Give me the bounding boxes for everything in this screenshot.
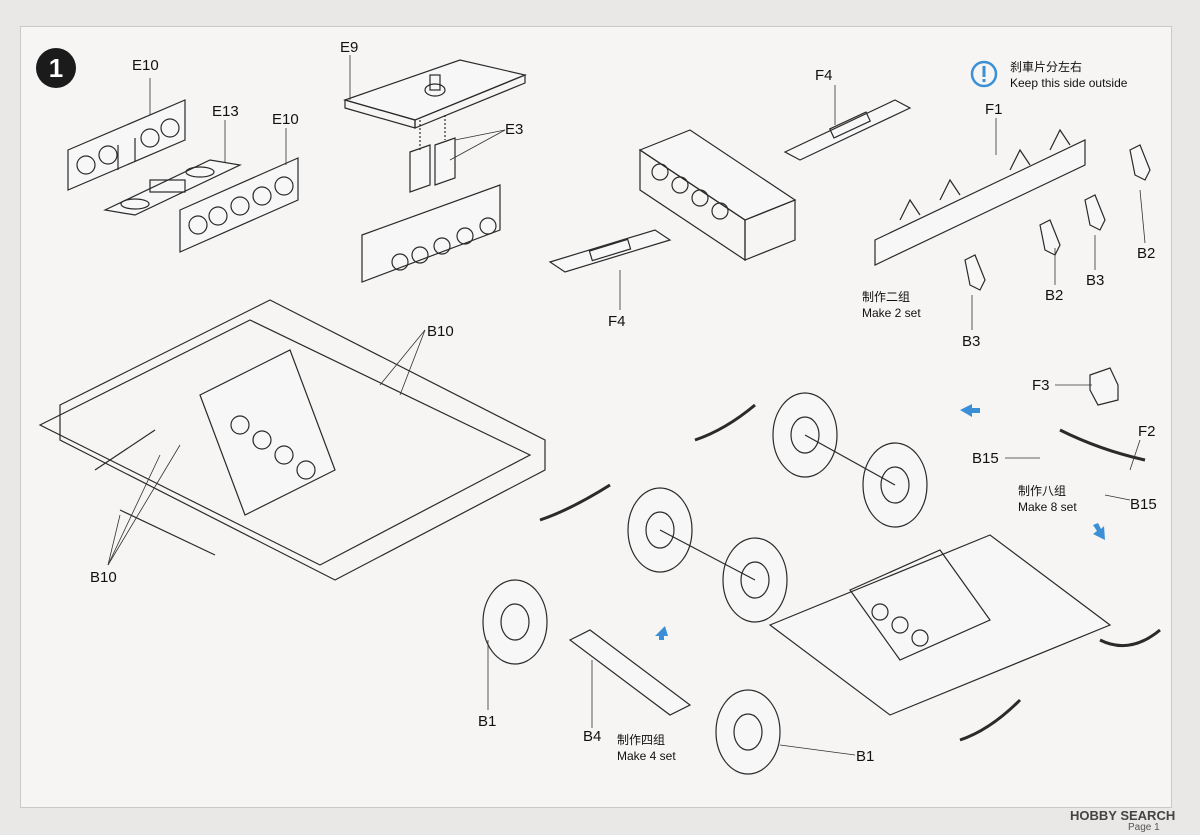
step-number-badge: 1: [36, 48, 76, 88]
part-chassis-right: [768, 534, 1112, 716]
part-e13: [103, 159, 242, 216]
label-b10-bottom: B10: [90, 569, 117, 586]
step-number: 1: [48, 52, 64, 83]
footer-brand: HOBBY SEARCH: [1070, 808, 1176, 823]
part-wheels: [482, 392, 928, 775]
note-make-4: 制作四组 Make 4 set: [617, 733, 676, 764]
blue-arrow-icon: [655, 404, 1105, 640]
part-f3: [1089, 367, 1119, 406]
note-make-2: 制作二组 Make 2 set: [862, 290, 921, 321]
part-brake-shoes: [964, 144, 1151, 291]
label-f2: F2: [1138, 423, 1156, 440]
label-e9: E9: [340, 39, 359, 56]
part-f4-bottom: [548, 229, 672, 273]
part-e10-right: [179, 157, 299, 253]
part-e10-left: [67, 99, 186, 191]
label-b3-right: B3: [1086, 272, 1105, 289]
label-b10-top: B10: [427, 323, 454, 340]
label-b15-left: B15: [972, 450, 999, 467]
label-f4-top: F4: [815, 67, 833, 84]
label-b2-bottom: B2: [1045, 287, 1064, 304]
part-center-block: [638, 129, 797, 262]
part-f4-top: [783, 99, 912, 161]
label-f1: F1: [985, 101, 1003, 118]
part-leaf-springs: [539, 403, 1161, 742]
label-e10-right: E10: [272, 111, 299, 128]
label-e3: E3: [505, 121, 524, 138]
note-make-4-cn: 制作四组: [617, 733, 666, 747]
note-keep-side-cn: 刹車片分左右: [1010, 60, 1083, 74]
footer-page: Page 1: [1128, 822, 1160, 833]
note-keep-side: 刹車片分左右 Keep this side outside: [1010, 60, 1127, 91]
note-make-4-en: Make 4 set: [617, 748, 676, 763]
exclamation-icon: [970, 60, 998, 88]
leader-lines: [107, 55, 1146, 756]
label-b4: B4: [583, 728, 602, 745]
label-b1-left: B1: [478, 713, 497, 730]
part-e9: [343, 59, 527, 129]
label-f3: F3: [1032, 377, 1050, 394]
note-make-2-en: Make 2 set: [862, 305, 921, 320]
label-e10-left: E10: [132, 57, 159, 74]
note-make-8-en: Make 8 set: [1018, 499, 1077, 514]
part-chassis-left: [38, 299, 546, 581]
label-b1-right: B1: [856, 748, 875, 765]
part-e-frame-lower: [361, 184, 501, 283]
note-make-8-cn: 制作八组: [1018, 484, 1067, 498]
note-make-2-cn: 制作二组: [862, 290, 911, 304]
label-b2-right: B2: [1137, 245, 1156, 262]
part-f1: [874, 128, 1086, 266]
part-e3: [409, 115, 456, 193]
label-b15-right: B15: [1130, 496, 1157, 513]
label-e13: E13: [212, 103, 239, 120]
note-keep-side-en: Keep this side outside: [1010, 75, 1128, 90]
note-make-8: 制作八组 Make 8 set: [1018, 484, 1077, 515]
label-b3-bottom: B3: [962, 333, 981, 350]
label-f4-bottom: F4: [608, 313, 626, 330]
